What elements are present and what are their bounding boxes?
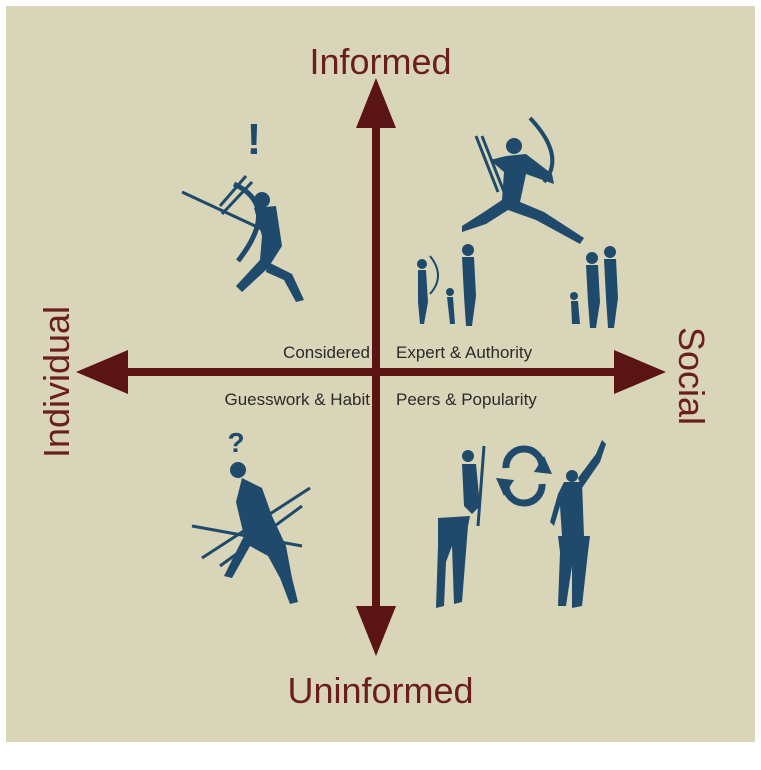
axis-label-top: Informed (309, 41, 452, 82)
quadrant-label-bottom-right: Peers & Popularity (396, 390, 537, 409)
guesswork-figure-icon: ? (191, 427, 311, 604)
diagram-canvas: ! (6, 6, 755, 742)
crowd-figures-icon (417, 244, 618, 328)
quadrant-label-top-left: Considered (283, 343, 370, 362)
figures-layer: ! (76, 78, 666, 656)
axis-label-bottom: Uninformed (287, 670, 474, 711)
quadrant-label-bottom-left: Guesswork & Habit (224, 390, 371, 409)
axis-label-right: Social (671, 326, 712, 426)
horizontal-axis-arrow (76, 350, 666, 394)
question-icon: ? (227, 427, 244, 458)
quadrant-label-top-right: Expert & Authority (396, 343, 533, 362)
axis-label-left: Individual (36, 305, 77, 459)
exclamation-icon: ! (247, 115, 262, 164)
cycle-arrows-icon (496, 445, 552, 507)
expert-figure-icon (462, 116, 584, 244)
archer-figure-icon: ! (181, 115, 304, 302)
peer-figures-icon (436, 440, 606, 608)
vertical-axis-arrow (356, 78, 396, 656)
axis-arrows (76, 78, 666, 656)
